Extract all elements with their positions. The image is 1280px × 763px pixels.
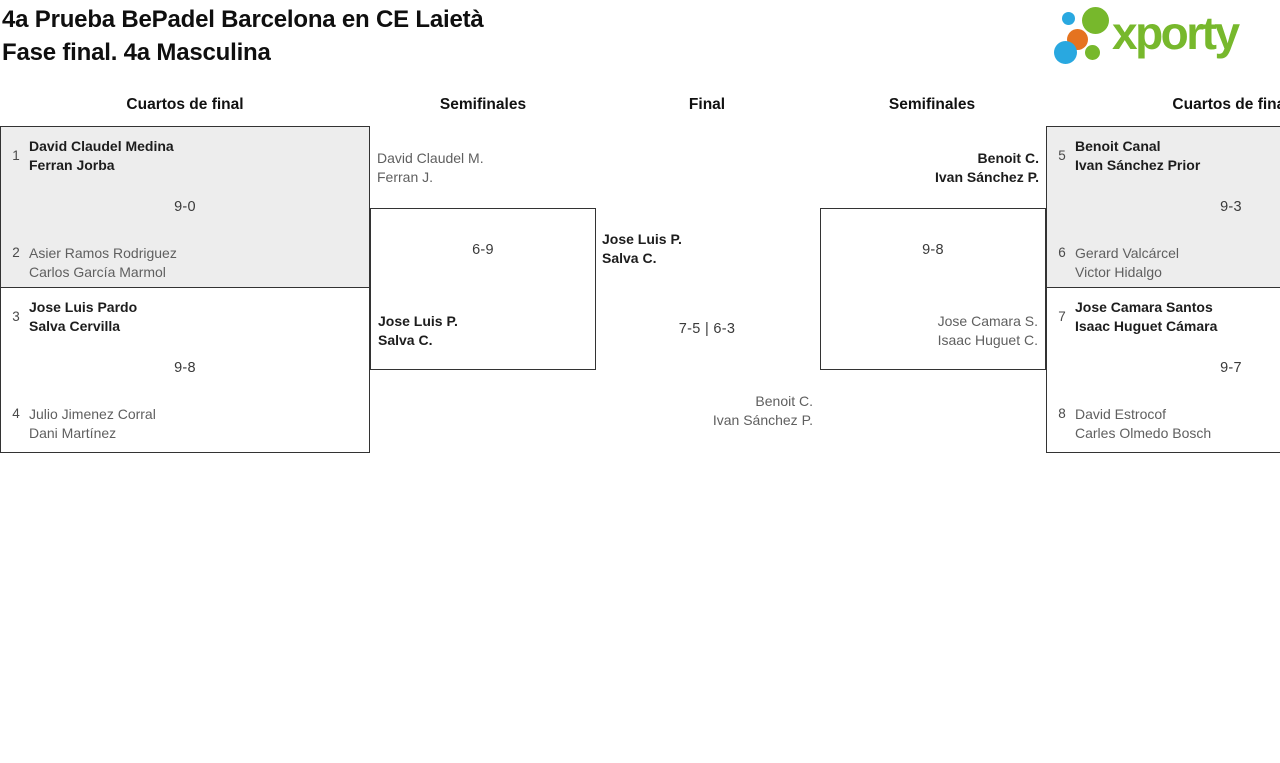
column-header-quarterfinals-right: Cuartos de final: [1172, 96, 1280, 113]
logo-dot-green-large-icon: [1082, 7, 1109, 34]
column-header-quarterfinals-left: Cuartos de final: [126, 96, 244, 113]
team-name: Jose Camara S. Isaac Huguet C.: [937, 313, 1038, 348]
team-name: Julio Jimenez Corral Dani Martínez: [29, 406, 156, 441]
qf-match-1: 1 David Claudel Medina Ferran Jorba 9-0 …: [0, 126, 370, 288]
team-name: Jose Camara Santos Isaac Huguet Cámara: [1075, 299, 1218, 334]
match-score: 9-8: [922, 242, 944, 258]
match-score: 9-7: [1220, 360, 1242, 376]
match-score: 7-5 | 6-3: [678, 321, 736, 337]
page-title: 4a Prueba BePadel Barcelona en CE Laietà…: [2, 3, 484, 69]
match-score: 9-8: [174, 360, 196, 376]
column-header-semifinals-right: Semifinales: [888, 96, 976, 113]
logo-wordmark: xporty: [1112, 7, 1240, 59]
tournament-title: 4a Prueba BePadel Barcelona en CE Laietà: [2, 6, 484, 33]
seed-number: 3: [12, 309, 20, 324]
xporty-logo[interactable]: xporty: [1048, 4, 1276, 70]
qf-match-2: 3 Jose Luis Pardo Salva Cervilla 9-8 4 J…: [0, 287, 370, 453]
team-name: Benoit Canal Ivan Sánchez Prior: [1075, 138, 1201, 173]
team-name: David Estrocof Carles Olmedo Bosch: [1075, 406, 1212, 441]
team-name: Benoit C. Ivan Sánchez P.: [934, 150, 1039, 185]
match-score: 6-9: [472, 242, 494, 258]
team-name: David Claudel Medina Ferran Jorba: [29, 138, 174, 173]
seed-number: 8: [1058, 406, 1066, 421]
logo-dot-blue-small-icon: [1062, 12, 1075, 25]
seed-number: 6: [1058, 245, 1066, 260]
team-name: David Claudel M. Ferran J.: [377, 150, 484, 185]
team-name: Jose Luis P. Salva C.: [378, 313, 458, 348]
seed-number: 2: [12, 245, 20, 260]
qf-match-3: 5 Benoit Canal Ivan Sánchez Prior 9-3 6 …: [1046, 126, 1280, 288]
sf-match-right: 9-8 Jose Camara S. Isaac Huguet C.: [820, 208, 1046, 370]
logo-dot-blue-large-icon: [1054, 41, 1077, 64]
logo-dot-green-small-icon: [1085, 45, 1100, 60]
match-score: 9-0: [174, 199, 196, 215]
team-name: Gerard Valcárcel Victor Hidalgo: [1075, 245, 1180, 280]
tournament-phase-subtitle: Fase final. 4a Masculina: [2, 39, 271, 66]
seed-number: 1: [12, 148, 20, 163]
team-name: Asier Ramos Rodriguez Carlos García Marm…: [29, 245, 177, 280]
team-name: Benoit C. Ivan Sánchez P.: [712, 393, 813, 428]
column-header-final: Final: [688, 96, 726, 113]
team-name: Jose Luis Pardo Salva Cervilla: [29, 299, 138, 334]
sf-match-left: 6-9 Jose Luis P. Salva C.: [370, 208, 596, 370]
seed-number: 4: [12, 406, 20, 421]
seed-number: 7: [1058, 309, 1066, 324]
qf-match-4: 7 Jose Camara Santos Isaac Huguet Cámara…: [1046, 287, 1280, 453]
seed-number: 5: [1058, 148, 1066, 163]
match-score: 9-3: [1220, 199, 1242, 215]
column-header-semifinals-left: Semifinales: [439, 96, 527, 113]
team-name: Jose Luis P. Salva C.: [602, 231, 682, 266]
